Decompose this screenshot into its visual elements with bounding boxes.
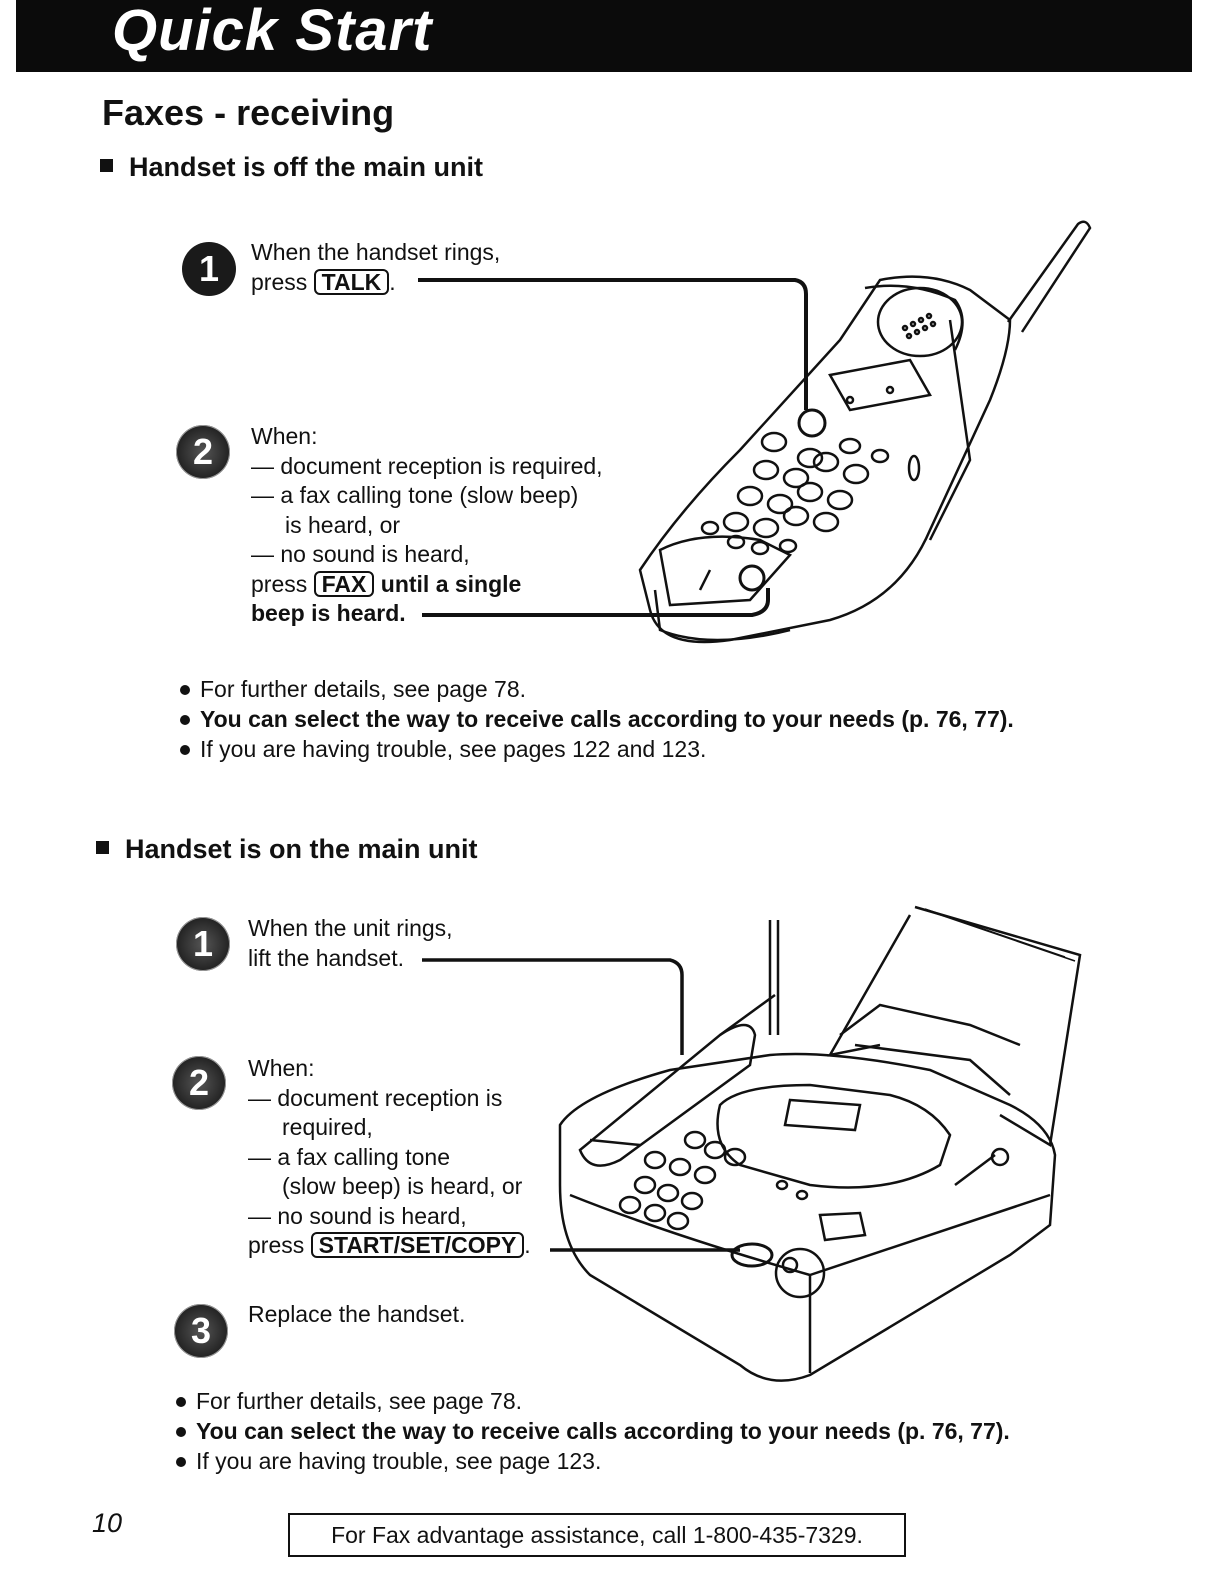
helpline-box: For Fax advantage assistance, call 1-800… — [288, 1513, 906, 1557]
list-item: You can select the way to receive calls … — [172, 1416, 1010, 1446]
square-bullet-icon — [100, 159, 113, 173]
section1-heading: Handset is off the main unit — [100, 152, 483, 183]
square-bullet-icon — [96, 841, 109, 855]
section2-step3-text: Replace the handset. — [248, 1301, 466, 1327]
cordless-handset-illustration — [418, 220, 1092, 644]
list-item: For further details, see page 78. — [172, 1386, 1010, 1416]
page-heading: Faxes - receiving — [102, 92, 395, 133]
list-item: You can select the way to receive calls … — [176, 704, 1014, 734]
step1-number-icon: 1 — [176, 917, 230, 971]
list-item: For further details, see page 78. — [176, 674, 1014, 704]
quick-start-banner: Quick Start — [16, 0, 1192, 72]
step2-number-icon: 2 — [172, 1056, 226, 1110]
section2-step1-text: When the unit rings, lift the handset. — [248, 915, 453, 971]
section1-notes: For further details, see page 78. You ca… — [176, 674, 1014, 764]
talk-key: TALK — [313, 268, 390, 295]
section1-step2-text: When: — document reception is required, … — [251, 423, 603, 626]
start-set-copy-key: START/SET/COPY — [310, 1232, 525, 1258]
section2-heading: Handset is on the main unit — [96, 834, 478, 865]
list-item: If you are having trouble, see pages 122… — [176, 734, 1014, 764]
section2-notes: For further details, see page 78. You ca… — [172, 1386, 1010, 1476]
fax-machine-illustration — [422, 905, 1082, 1382]
page-number: 10 — [92, 1508, 123, 1538]
section1-step1-text: When the handset rings, press TALK. — [251, 239, 501, 295]
section2-step2-text: When: — document reception is required, … — [248, 1055, 531, 1258]
list-item: If you are having trouble, see page 123. — [172, 1446, 1010, 1476]
step2-number-icon: 2 — [176, 425, 230, 479]
banner-title: Quick Start — [112, 0, 433, 63]
fax-key: FAX — [313, 570, 375, 597]
step3-number-icon: 3 — [174, 1304, 228, 1358]
step1-number-icon: 1 — [182, 242, 236, 296]
